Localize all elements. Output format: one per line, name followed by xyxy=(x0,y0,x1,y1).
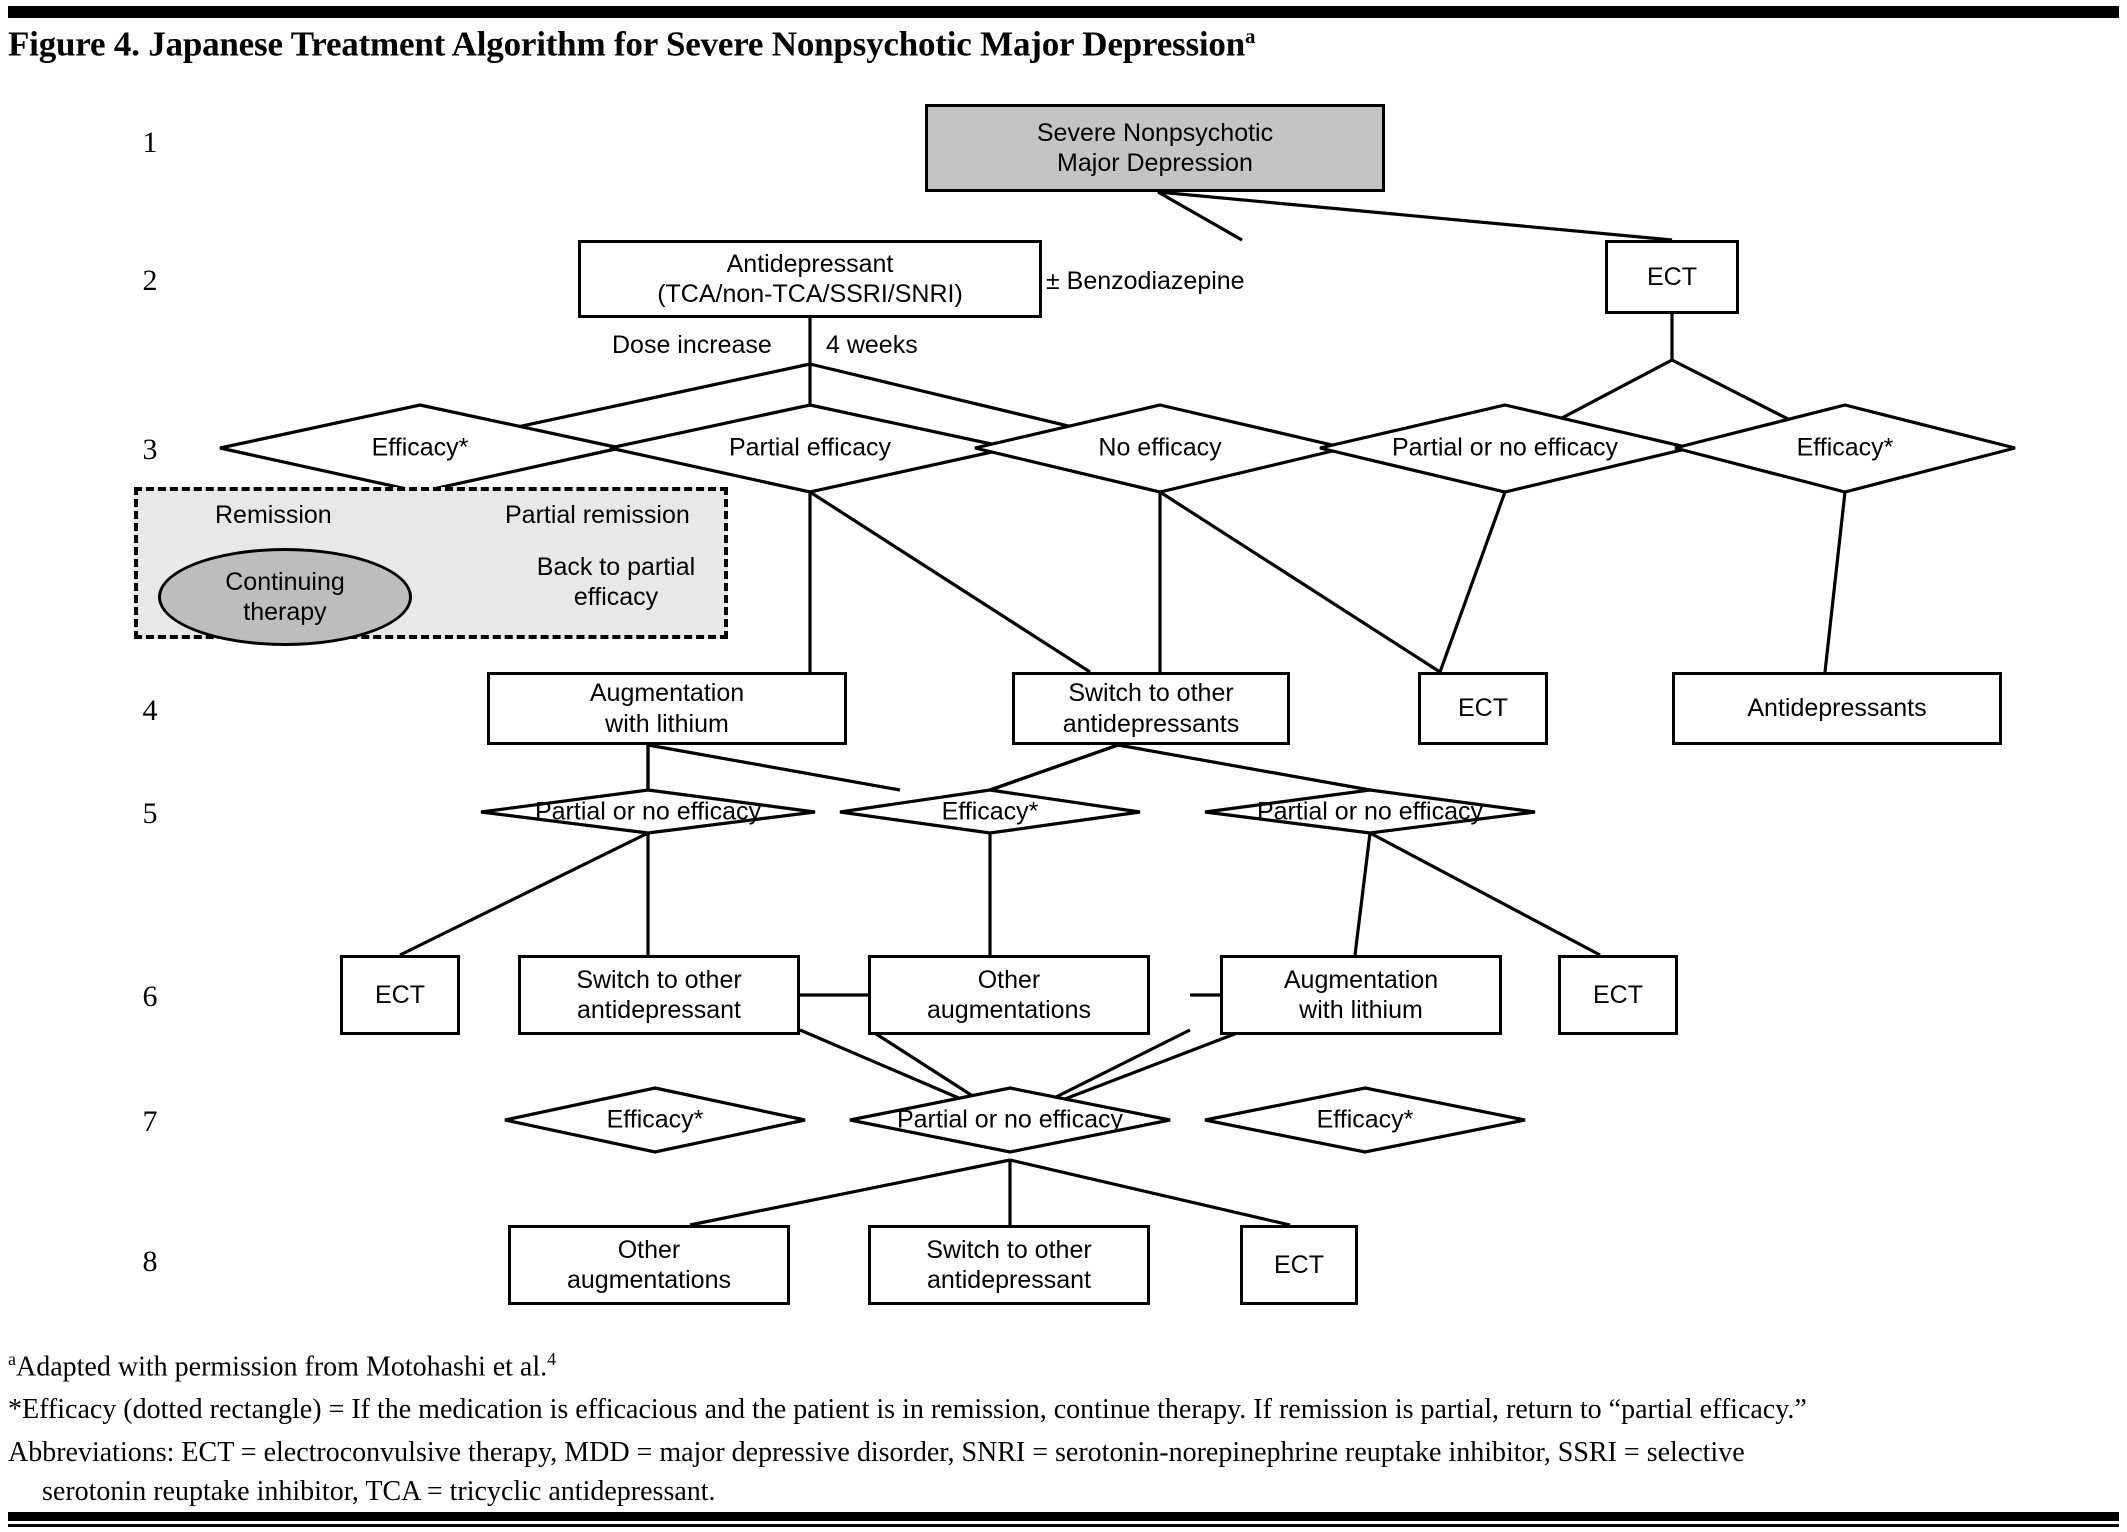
root-label-line1: Severe Nonpsychotic xyxy=(1036,118,1274,147)
switch-ad-s6-line2: antidepressant xyxy=(576,996,741,1024)
node-ect-stage6-left[interactable]: ECT xyxy=(340,955,460,1035)
label-back-to-partial-efficacy: Back to partial efficacy xyxy=(516,552,716,612)
node-augmentation-with-lithium-stage4[interactable]: Augmentation with lithium xyxy=(487,672,847,745)
node-other-augmentations-stage8[interactable]: Other augmentations xyxy=(508,1225,790,1305)
diamond-partial-efficacy xyxy=(609,403,1011,494)
ect-s8-label: ECT xyxy=(1274,1250,1324,1279)
node-switch-to-other-antidepressants-stage4[interactable]: Switch to other antidepressants xyxy=(1012,672,1290,745)
node-ect-stage4[interactable]: ECT xyxy=(1418,672,1548,745)
continuing-therapy-line2: therapy xyxy=(243,598,327,626)
figure-title-text: Figure 4. Japanese Treatment Algorithm f… xyxy=(8,24,1245,64)
label-partial-or-no-efficacy-1: Partial or no efficacy xyxy=(1391,433,1619,462)
figure-title-superscript: a xyxy=(1244,24,1256,48)
label-s5-partial-or-no-efficacy-b: Partial or no efficacy xyxy=(1256,797,1484,826)
stage-number-7: 7 xyxy=(142,1105,158,1138)
footnote-abbreviations-line2: serotonin reuptake inhibitor, TCA = tric… xyxy=(42,1476,716,1507)
aug-lithium-s4-line2: with lithium xyxy=(605,709,729,738)
aug-lithium-s6-line1: Augmentation xyxy=(1283,965,1439,994)
bottom-rule xyxy=(8,1512,2119,1521)
stage-number-1: 1 xyxy=(142,126,158,159)
label-s5-efficacy: Efficacy* xyxy=(941,797,1039,826)
switch-ad-s8-line2: antidepressant xyxy=(926,1266,1091,1294)
footnote-adapted: aAdapted with permission from Motohashi … xyxy=(8,1348,556,1386)
ect-s6a-label: ECT xyxy=(375,980,425,1009)
footnote-adapted-marker: a xyxy=(8,1349,16,1369)
label-no-efficacy: No efficacy xyxy=(1098,433,1222,462)
node-switch-to-other-antidepressant-stage6[interactable]: Switch to other antidepressant xyxy=(518,955,800,1035)
label-partial-remission: Partial remission xyxy=(505,501,690,529)
diamond-partial-or-no-efficacy-1 xyxy=(1319,403,1691,494)
footnote-adapted-text: Adapted with permission from Motohashi e… xyxy=(16,1351,548,1383)
label-s7-efficacy-b: Efficacy* xyxy=(1316,1105,1414,1134)
label-efficacy-1: Efficacy* xyxy=(371,433,469,462)
node-switch-to-other-antidepressant-stage8[interactable]: Switch to other antidepressant xyxy=(868,1225,1150,1305)
label-benzodiazepine: ± Benzodiazepine xyxy=(1046,267,1245,295)
other-aug-s6-line2: augmentations xyxy=(926,996,1091,1024)
stage-number-6: 6 xyxy=(142,980,158,1013)
top-rule xyxy=(8,6,2119,18)
other-aug-s8-line1: Other xyxy=(617,1235,681,1264)
ect-s4-label: ECT xyxy=(1458,694,1508,723)
switch-ad-s8-line1: Switch to other xyxy=(926,1235,1092,1264)
label-dose-increase: Dose increase xyxy=(612,331,772,359)
diamond-s5-partial-no-a xyxy=(480,788,816,835)
figure-title: Figure 4. Japanese Treatment Algorithm f… xyxy=(8,24,1255,65)
switch-ads-s4-line2: antidepressants xyxy=(1062,709,1240,738)
diamond-s5-partial-no-b xyxy=(1204,788,1536,835)
ect-stage2-label: ECT xyxy=(1647,262,1697,291)
node-continuing-therapy[interactable]: Continuing therapy xyxy=(158,548,412,646)
diamond-no-efficacy xyxy=(974,403,1346,494)
back-to-partial-line1: Back to partial xyxy=(536,553,696,581)
aug-lithium-s4-line1: Augmentation xyxy=(589,679,745,707)
back-to-partial-line2: efficacy xyxy=(573,583,659,611)
label-s7-partial-or-no-efficacy: Partial or no efficacy xyxy=(896,1105,1124,1134)
node-other-augmentations-stage6[interactable]: Other augmentations xyxy=(868,955,1150,1035)
node-antidepressant[interactable]: Antidepressant (TCA/non-TCA/SSRI/SNRI) xyxy=(578,240,1042,318)
footnote-efficacy: *Efficacy (dotted rectangle) = If the me… xyxy=(8,1394,1807,1425)
node-ect-stage6-right[interactable]: ECT xyxy=(1558,955,1678,1035)
switch-ads-s4-line1: Switch to other xyxy=(1068,679,1234,707)
footnote-abbreviations-line1: Abbreviations: ECT = electroconvulsive t… xyxy=(8,1437,1745,1468)
ect-s6b-label: ECT xyxy=(1593,980,1643,1009)
diamond-s5-efficacy xyxy=(839,788,1141,835)
stage-number-4: 4 xyxy=(142,694,158,727)
footnote-adapted-ref: 4 xyxy=(547,1349,557,1369)
node-antidepressants-stage4[interactable]: Antidepressants xyxy=(1672,672,2002,745)
stage-number-5: 5 xyxy=(142,797,158,830)
bottom-rule-thin xyxy=(8,1524,2119,1527)
antidepressants-s4-label: Antidepressants xyxy=(1747,694,1927,723)
label-remission: Remission xyxy=(215,501,332,529)
node-ect-stage8[interactable]: ECT xyxy=(1240,1225,1358,1305)
switch-ad-s6-line1: Switch to other xyxy=(576,965,742,994)
label-4-weeks: 4 weeks xyxy=(826,331,918,359)
other-aug-s8-line2: augmentations xyxy=(566,1266,731,1294)
root-label-line2: Major Depression xyxy=(1057,149,1253,177)
label-efficacy-2: Efficacy* xyxy=(1796,433,1894,462)
other-aug-s6-line1: Other xyxy=(977,965,1041,994)
diamond-s7-efficacy-b xyxy=(1204,1086,1526,1154)
stage-number-2: 2 xyxy=(142,264,158,297)
label-partial-efficacy: Partial efficacy xyxy=(728,433,892,462)
node-severe-nonpsychotic-major-depression[interactable]: Severe Nonpsychotic Major Depression xyxy=(925,104,1385,192)
label-s5-partial-or-no-efficacy-a: Partial or no efficacy xyxy=(534,797,762,826)
stage-number-3: 3 xyxy=(142,433,158,466)
continuing-therapy-line1: Continuing xyxy=(225,568,345,596)
aug-lithium-s6-line2: with lithium xyxy=(1299,996,1423,1024)
antidepressant-label-line2: (TCA/non-TCA/SSRI/SNRI) xyxy=(657,280,963,308)
antidepressant-label-line1: Antidepressant xyxy=(726,249,894,278)
diamond-s7-partial-no xyxy=(849,1086,1171,1154)
diamond-efficacy-2 xyxy=(1674,403,2016,494)
diamond-s7-efficacy-a xyxy=(504,1086,806,1154)
node-augmentation-with-lithium-stage6[interactable]: Augmentation with lithium xyxy=(1220,955,1502,1035)
label-s7-efficacy-a: Efficacy* xyxy=(606,1105,704,1134)
node-ect-stage2[interactable]: ECT xyxy=(1605,240,1739,314)
stage-number-8: 8 xyxy=(142,1245,158,1278)
